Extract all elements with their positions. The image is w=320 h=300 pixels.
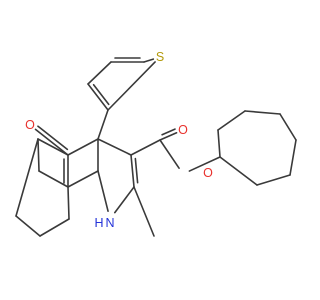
bond xyxy=(159,131,178,141)
bond xyxy=(37,138,40,172)
bond xyxy=(87,83,109,111)
double-bond-line xyxy=(161,128,176,136)
bond xyxy=(289,139,297,176)
amine-hydrogen-label: H xyxy=(94,216,103,230)
bond xyxy=(133,186,155,237)
bond xyxy=(188,156,221,172)
bond xyxy=(67,186,70,220)
double-bond-line xyxy=(92,83,110,106)
bond xyxy=(15,215,41,237)
bond xyxy=(217,129,221,158)
bond xyxy=(37,138,69,156)
bond xyxy=(87,61,112,85)
bond xyxy=(279,113,297,141)
bond xyxy=(39,218,70,237)
bond xyxy=(130,154,135,188)
double-bond-line xyxy=(134,157,139,184)
bond xyxy=(67,170,99,188)
bond xyxy=(130,139,161,156)
bond xyxy=(107,61,156,111)
thiophene-sulfur-label: S xyxy=(156,50,164,64)
bond xyxy=(97,109,109,140)
bond xyxy=(114,186,135,214)
amine-nitrogen-label: N xyxy=(105,216,114,230)
molecule-bonds xyxy=(15,57,297,237)
bond xyxy=(159,139,180,170)
molecule-structure-diagram: O S O O N H xyxy=(15,50,297,237)
bond xyxy=(34,128,69,156)
ester-carbonyl-oxygen-label: O xyxy=(178,123,188,137)
bond xyxy=(219,156,258,186)
bond xyxy=(15,138,39,217)
bond xyxy=(67,138,99,156)
carbonyl-oxygen-label: O xyxy=(25,118,35,132)
molecule-atom-labels: O S O O N H xyxy=(25,50,213,230)
bond xyxy=(38,170,69,188)
double-bond-line xyxy=(37,125,69,151)
bond xyxy=(244,110,281,115)
ester-ring-oxygen-label: O xyxy=(203,166,213,180)
bond xyxy=(143,58,155,63)
bond xyxy=(97,138,132,156)
bond xyxy=(97,170,109,213)
bond xyxy=(256,174,291,186)
bond xyxy=(217,110,246,131)
